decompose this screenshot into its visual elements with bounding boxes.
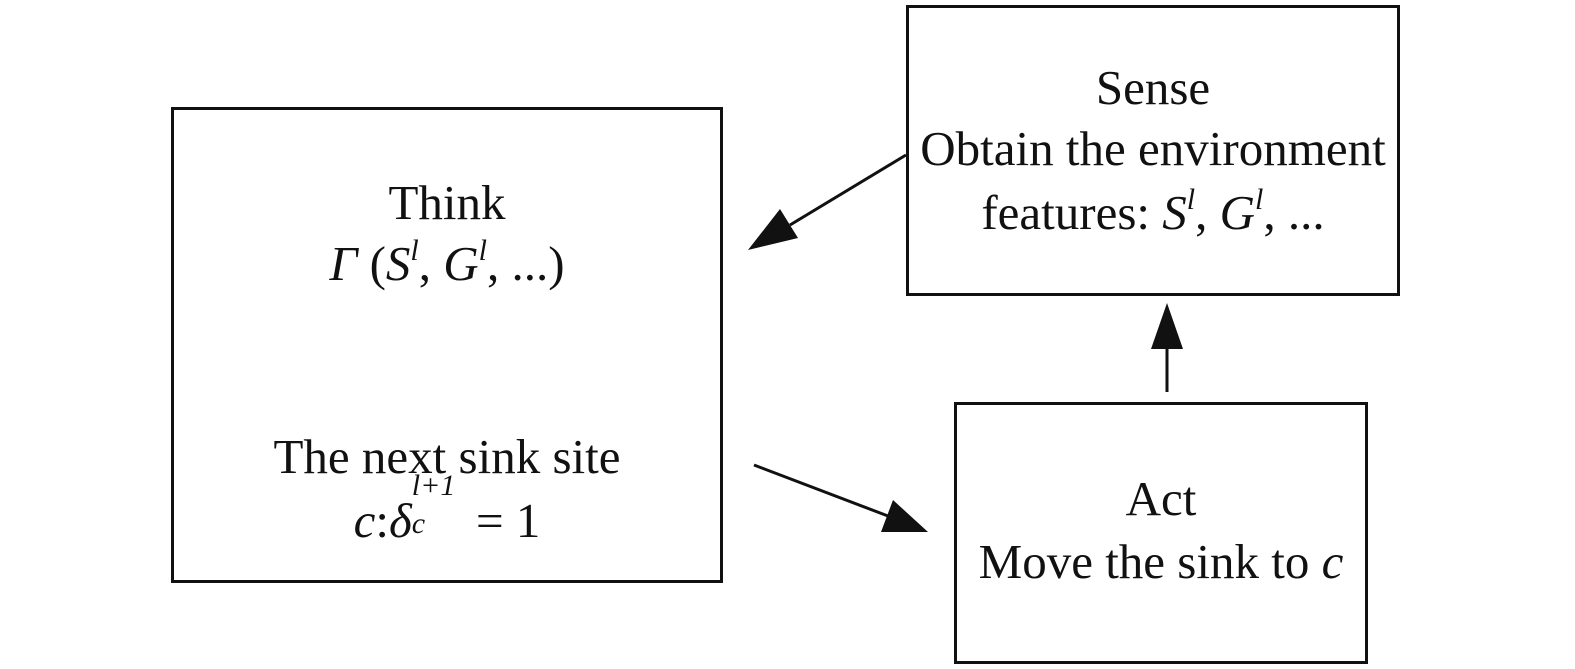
sense-var-s-sup: l (1186, 183, 1196, 216)
think-title: Think (388, 175, 506, 230)
formula-var-s-sup: l (410, 234, 419, 267)
formula-var-s: S (385, 236, 411, 291)
cond-delta-scripts: l+1 c (411, 471, 464, 540)
sense-title: Sense (1095, 60, 1211, 115)
sense-box: Sense Obtain the environment features: S… (906, 5, 1400, 296)
cond-delta-sup: l+1 (411, 469, 456, 502)
act-line-prefix: Move the sink to (978, 534, 1322, 589)
act-line: Move the sink to c (957, 532, 1365, 592)
sense-line2-prefix: features: (981, 185, 1163, 240)
gamma-symbol: Γ (329, 236, 358, 291)
arrow-think-to-act (753, 463, 928, 532)
arrow-act-to-sense (1151, 303, 1183, 392)
cond-equals: = 1 (476, 493, 541, 548)
formula-var-g-sup: l (478, 234, 487, 267)
think-formula: Γ (Sl, Gl, ...) (174, 234, 720, 294)
sense-var-s: S (1162, 185, 1187, 240)
think-next-label: The next sink site (273, 429, 621, 484)
act-title: Act (1125, 471, 1197, 526)
cond-colon: : (375, 493, 389, 548)
think-box: Think Γ (Sl, Gl, ...) The next sink site… (171, 107, 723, 583)
cond-var-c: c (353, 493, 376, 548)
formula-close: , ...) (486, 236, 565, 291)
cond-delta-sub: c (411, 507, 426, 540)
sense-var-g: G (1219, 185, 1256, 240)
arrow-sense-to-think (748, 153, 907, 250)
formula-var-g: G (443, 236, 479, 291)
act-box: Act Move the sink to c (954, 402, 1368, 664)
formula-sep: , (418, 236, 444, 291)
act-var-c: c (1321, 534, 1344, 589)
sense-line1: Obtain the environment (920, 121, 1386, 176)
formula-open: ( (357, 236, 386, 291)
sense-var-g-sup: l (1255, 183, 1264, 216)
sense-line2: features: Sl, Gl, ... (909, 183, 1397, 243)
cond-delta: δ (388, 493, 412, 548)
sense-sep: , (1195, 185, 1220, 240)
sense-suffix: , ... (1263, 185, 1325, 240)
